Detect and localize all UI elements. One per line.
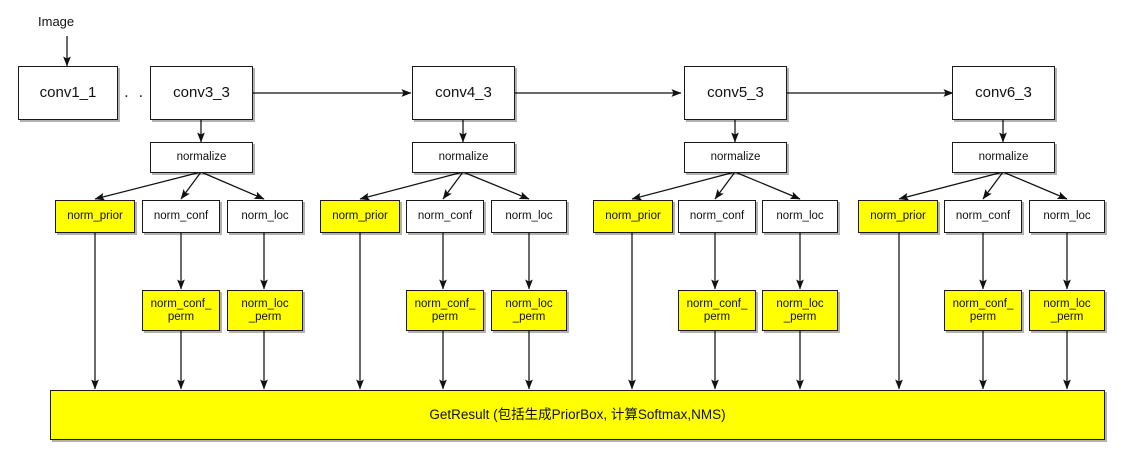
node-norm-loc-perm-group2[interactable]: norm_loc _perm xyxy=(491,290,567,331)
node-norm-conf-group2[interactable]: norm_conf xyxy=(406,200,484,233)
node-norm-loc-perm-group3[interactable]: norm_loc _perm xyxy=(762,290,838,331)
node-norm-conf-perm-group2[interactable]: norm_conf_ perm xyxy=(406,290,484,331)
node-conv5_3[interactable]: conv5_3 xyxy=(684,66,787,120)
ellipsis-label: . . . xyxy=(124,82,161,101)
node-conv6_3[interactable]: conv6_3 xyxy=(952,66,1055,120)
node-norm-conf-perm-group4[interactable]: norm_conf_ perm xyxy=(944,290,1022,331)
node-norm-conf-group4[interactable]: norm_conf xyxy=(944,200,1022,233)
node-conv1_1[interactable]: conv1_1 xyxy=(18,66,118,120)
node-norm-loc-perm-group4[interactable]: norm_loc _perm xyxy=(1029,290,1105,331)
node-norm-conf-group3[interactable]: norm_conf xyxy=(678,200,756,233)
image-input-label: Image xyxy=(38,14,75,29)
node-norm-loc-group3[interactable]: norm_loc xyxy=(762,200,838,233)
node-norm-loc-perm-group1[interactable]: norm_loc _perm xyxy=(227,290,303,331)
node-conv4_3[interactable]: conv4_3 xyxy=(412,66,515,120)
node-norm-prior-group2[interactable]: norm_prior xyxy=(320,200,400,233)
node-norm-prior-group1[interactable]: norm_prior xyxy=(55,200,135,233)
node-normalize-group3[interactable]: normalize xyxy=(684,142,787,173)
node-normalize-group1[interactable]: normalize xyxy=(150,142,253,173)
node-norm-loc-group4[interactable]: norm_loc xyxy=(1029,200,1105,233)
node-conv3_3[interactable]: conv3_3 xyxy=(150,66,253,120)
node-normalize-group4[interactable]: normalize xyxy=(952,142,1055,173)
node-norm-prior-group4[interactable]: norm_prior xyxy=(858,200,938,233)
node-get-result[interactable]: GetResult (包括生成PriorBox, 计算Softmax,NMS) xyxy=(50,390,1105,440)
node-norm-conf-group1[interactable]: norm_conf xyxy=(142,200,220,233)
node-norm-conf-perm-group3[interactable]: norm_conf_ perm xyxy=(678,290,756,331)
node-norm-loc-group1[interactable]: norm_loc xyxy=(227,200,303,233)
node-normalize-group2[interactable]: normalize xyxy=(412,142,515,173)
node-norm-loc-group2[interactable]: norm_loc xyxy=(491,200,567,233)
node-norm-conf-perm-group1[interactable]: norm_conf_ perm xyxy=(142,290,220,331)
node-norm-prior-group3[interactable]: norm_prior xyxy=(593,200,673,233)
